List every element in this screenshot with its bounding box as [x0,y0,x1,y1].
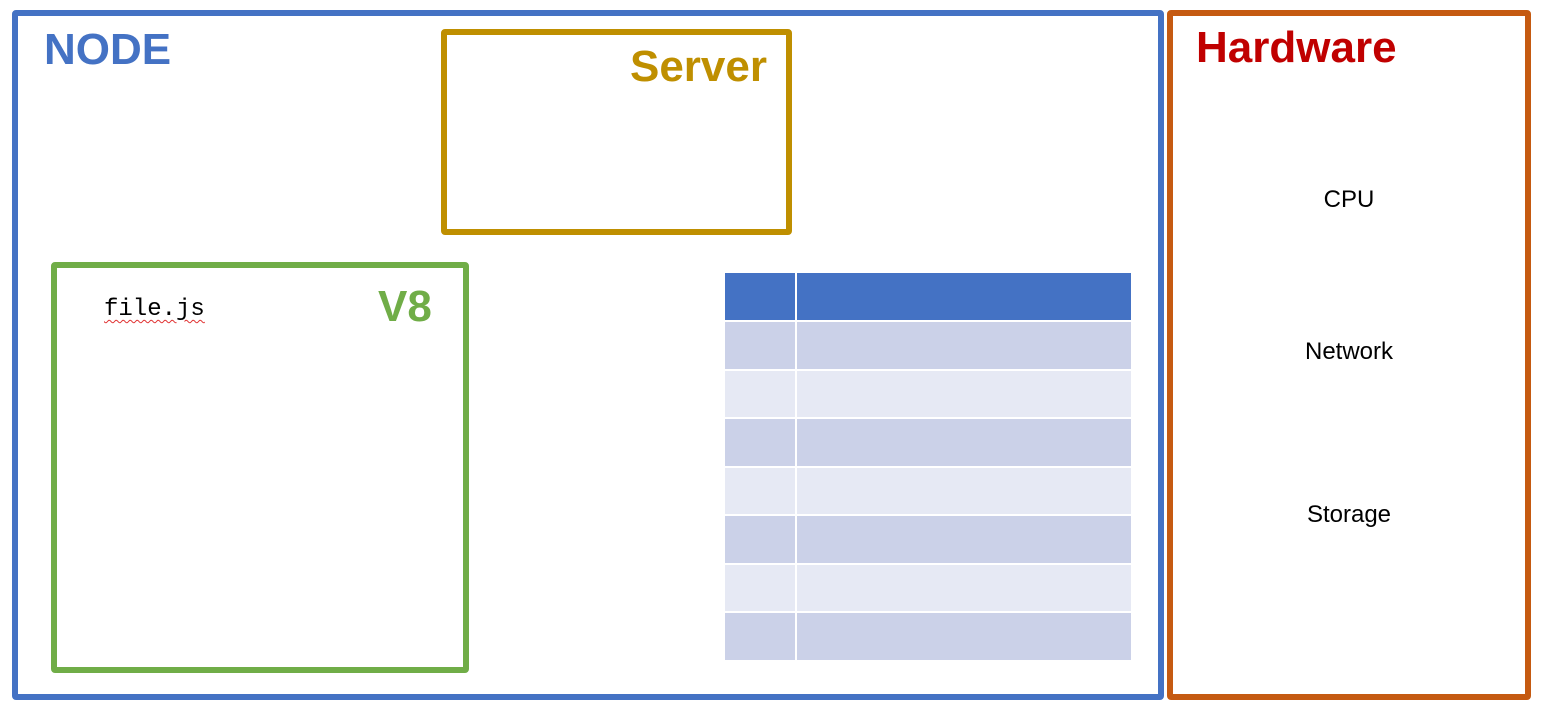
table-row [723,368,1133,420]
node-container [12,10,1164,700]
table-cell [723,465,797,517]
table-cell [795,562,1133,614]
v8-container [51,262,469,673]
table-header-cell [723,271,797,322]
server-container [441,29,792,235]
empty-table [723,271,1133,662]
hardware-item-storage: Storage [1306,501,1392,528]
table-header-cell [795,271,1133,322]
table-cell [795,514,1133,565]
table-cell [795,368,1133,420]
table-row [723,465,1133,517]
table-cell [795,611,1133,662]
server-title: Server [629,42,767,91]
hardware-item-network: Network [1304,338,1394,365]
table-header-row [723,271,1133,322]
table-cell [723,368,797,420]
table-cell [723,320,797,371]
hardware-container [1167,10,1531,700]
hardware-item-cpu: CPU [1323,186,1375,213]
table-cell [723,562,797,614]
table-cell [795,465,1133,517]
table-cell [723,514,797,565]
table-row [723,562,1133,614]
table-cell [723,611,797,662]
table-cell [723,417,797,468]
table-row [723,514,1133,565]
file-js-label: file.js [104,296,205,323]
v8-title: V8 [378,282,432,331]
table-row [723,320,1133,371]
table-row [723,417,1133,468]
table-cell [795,417,1133,468]
table-row [723,611,1133,662]
table-cell [795,320,1133,371]
node-title: NODE [44,25,172,74]
hardware-title: Hardware [1196,23,1397,72]
